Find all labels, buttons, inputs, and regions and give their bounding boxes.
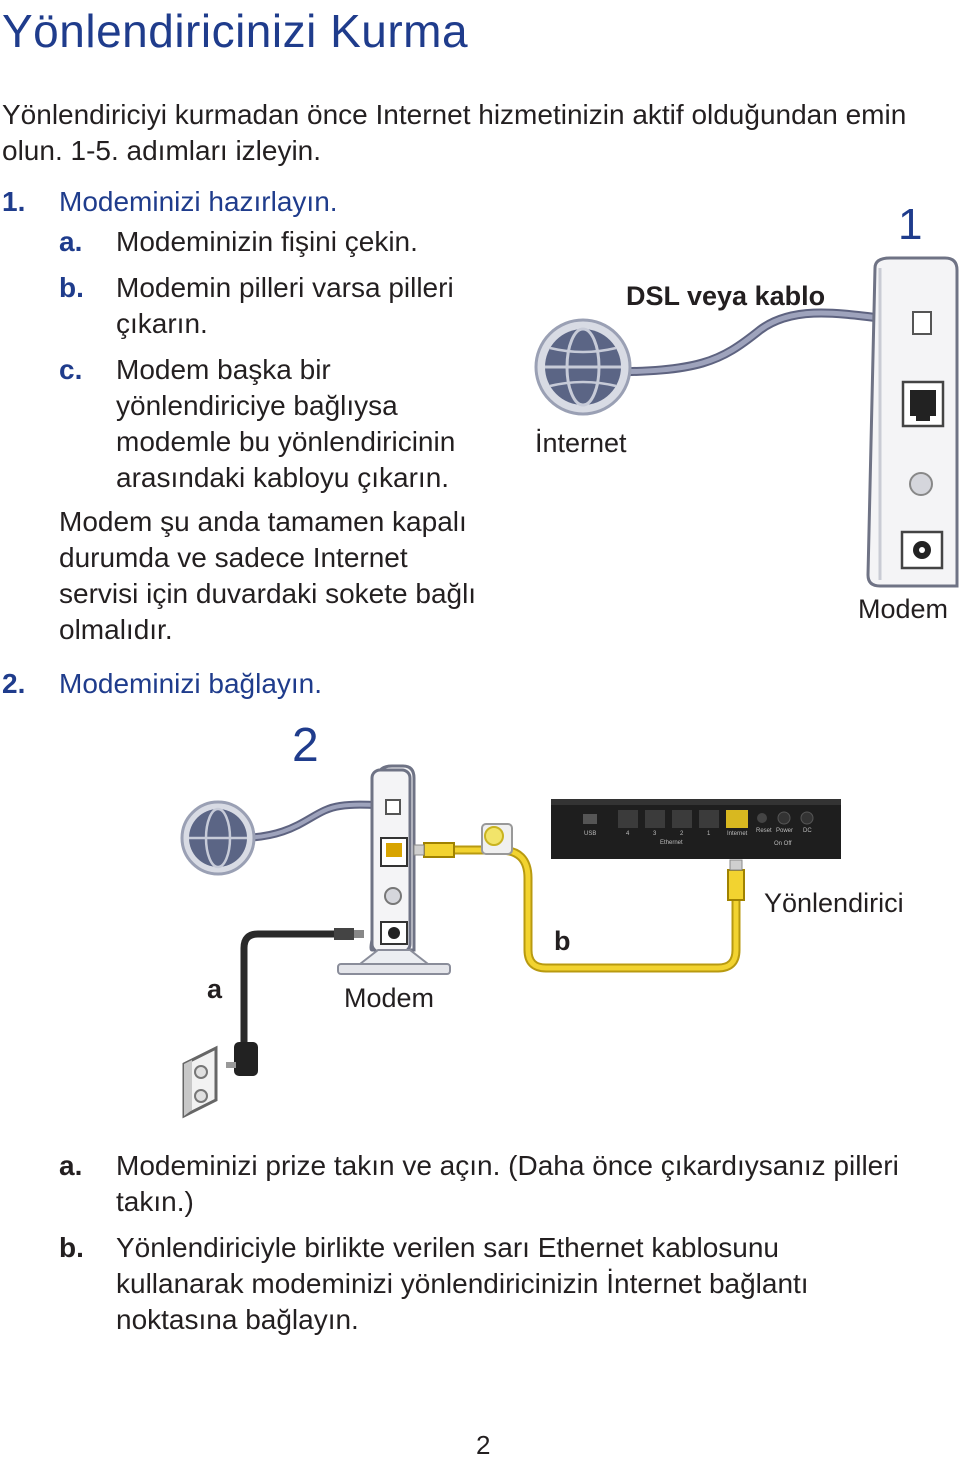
port-label-internet: Internet: [727, 831, 748, 837]
wall-outlet-icon: [182, 1045, 218, 1119]
router-port-labels: USB 4 3 2 1 Internet Reset Power DC Ethe…: [584, 828, 812, 847]
step1-item-c-marker: c.: [59, 354, 83, 385]
port-label-3: 3: [653, 831, 657, 837]
diagram2-router-label: Yönlendirici: [764, 888, 904, 918]
port-label-power: Power: [776, 828, 793, 834]
port-label-usb: USB: [584, 831, 596, 837]
port-label-reset: Reset: [756, 828, 772, 834]
step2-item-b-line-1: Yönlendiriciyle birlikte verilen sarı Et…: [116, 1232, 780, 1263]
step2-item-b-line-3: noktasına bağlayın.: [116, 1304, 359, 1335]
ethernet-tag-icon: [481, 823, 513, 855]
port-label-dc: DC: [803, 828, 812, 834]
step1-number: 1.: [2, 186, 26, 217]
step1-heading: Modeminizi hazırlayın.: [59, 186, 338, 217]
diagram2-step-label: 2: [292, 719, 319, 772]
step1-item-c-line-3: modemle bu yönlendiricinin: [116, 426, 456, 457]
modem-device: [337, 764, 451, 975]
ethernet-cable: [449, 845, 741, 973]
diagram1-step-label: 1: [898, 200, 923, 249]
step1-note-line-3: servisi için duvardaki sokete bağlı: [59, 578, 477, 609]
diagram1-internet-label: İnternet: [535, 428, 627, 458]
internet-globe-icon-2: [180, 800, 256, 876]
step2-item-a-marker: a.: [59, 1150, 83, 1181]
router-back-panel: [551, 799, 841, 859]
intro-line-1: Yönlendiriciyi kurmadan önce Internet hi…: [2, 99, 907, 130]
diagram1-modem-label: Modem: [858, 594, 949, 624]
step1-note-line-4: olmalıdır.: [59, 614, 173, 645]
step1-item-a-marker: a.: [59, 226, 83, 257]
diagram-1: [534, 256, 959, 588]
step1-item-a-line-1: Modeminizin fişini çekin.: [116, 226, 418, 257]
page-number: 2: [476, 1430, 491, 1460]
step1-item-c-line-1: Modem başka bir: [116, 354, 331, 385]
step1-item-b-marker: b.: [59, 272, 84, 303]
port-label-2: 2: [680, 831, 684, 837]
power-cable: [240, 930, 358, 1054]
step1-note-line-1: Modem şu anda tamamen kapalı: [59, 506, 467, 537]
step2-item-b-line-2: kullanarak modeminizi yönlendiricinizin …: [116, 1268, 809, 1299]
step2-heading: Modeminizi bağlayın.: [59, 668, 323, 699]
power-plug-icon: [226, 1042, 258, 1076]
internet-globe-icon: [534, 318, 632, 416]
diagram-2: USB 4 3 2 1 Internet Reset Power DC Ethe…: [180, 764, 841, 1119]
step1-item-c-line-4: arasındaki kabloyu çıkarın.: [116, 462, 450, 493]
diagram1-cable-label: DSL veya kablo: [626, 281, 826, 311]
step1-note-line-2: durumda ve sadece Internet: [59, 542, 408, 573]
step2-number: 2.: [2, 668, 26, 699]
step2-item-b-marker: b.: [59, 1232, 84, 1263]
port-label-4: 4: [626, 831, 630, 837]
modem-side-view: [866, 256, 959, 588]
diagram2-label-b: b: [554, 926, 571, 956]
intro-line-2: olun. 1-5. adımları izleyin.: [2, 135, 322, 166]
diagram2-label-a: a: [207, 974, 223, 1004]
step2-item-a-line-2: takın.): [116, 1186, 194, 1217]
step1-item-c-line-2: yönlendiriciye bağlıysa: [116, 390, 398, 421]
step2-item-a-line-1: Modeminizi prize takın ve açın. (Daha ön…: [116, 1150, 899, 1181]
step1-item-b-line-2: çıkarın.: [116, 308, 208, 339]
diagram2-modem-label: Modem: [344, 983, 435, 1013]
page-title: Yönlendiricinizi Kurma: [2, 5, 469, 57]
port-label-on-off: On Off: [774, 841, 792, 847]
step1-item-b-line-1: Modemin pilleri varsa pilleri: [116, 272, 454, 303]
port-label-1: 1: [707, 831, 711, 837]
port-label-ethernet: Ethernet: [660, 840, 683, 846]
